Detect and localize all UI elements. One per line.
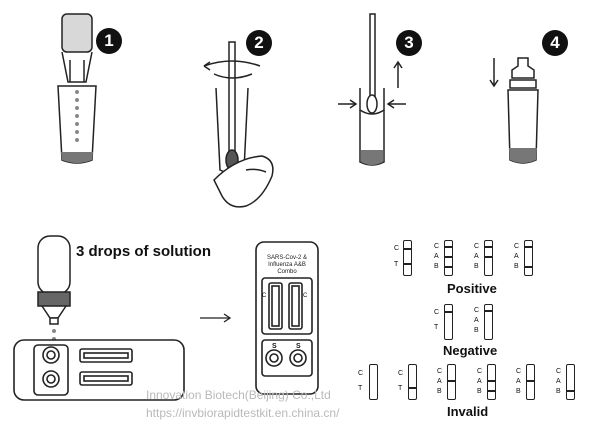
step-number-2: 2 <box>246 30 272 56</box>
label-b: B <box>434 263 439 270</box>
label-a: A <box>437 378 442 385</box>
label-c: C <box>398 370 404 377</box>
arrow-right <box>200 313 232 323</box>
a-band <box>445 256 452 258</box>
label-a: A <box>474 253 479 260</box>
invalid-label: Invalid <box>447 404 489 419</box>
result-strip <box>484 304 493 340</box>
step-number-4: 4 <box>542 30 568 56</box>
label-c: C <box>516 368 522 375</box>
cassette-title-line2: Influenza A&B <box>268 262 306 268</box>
control-band <box>445 246 452 248</box>
b-band <box>567 390 574 392</box>
label-b: B <box>474 263 479 270</box>
control-band <box>485 310 492 312</box>
result-strip <box>444 240 453 276</box>
result-strip <box>444 304 453 340</box>
label-c: C <box>474 243 480 250</box>
a-band <box>485 256 492 258</box>
control-band <box>485 246 492 248</box>
result-strip <box>369 364 378 400</box>
a-band <box>527 380 534 382</box>
b-band <box>445 266 452 268</box>
result-strip <box>447 364 456 400</box>
cassette-line-c-right: C <box>303 293 308 299</box>
positive-label: Positive <box>447 281 497 296</box>
label-b: B <box>514 263 519 270</box>
label-b: B <box>516 388 521 395</box>
result-strip <box>403 240 412 276</box>
test-band <box>404 263 411 265</box>
label-c: C <box>474 307 480 314</box>
step-number-3: 3 <box>396 30 422 56</box>
a-band <box>448 380 455 382</box>
result-strip <box>526 364 535 400</box>
label-t: T <box>358 385 363 392</box>
result-strip <box>487 364 496 400</box>
drops-instruction: 3 drops of solution <box>76 243 211 260</box>
watermark-company: Innovation Biotech(Beijing) Co.,Ltd <box>146 388 331 402</box>
a-band <box>488 380 495 382</box>
cassette-horizontal <box>13 339 185 401</box>
b-band <box>488 390 495 392</box>
label-t: T <box>434 324 439 331</box>
label-c: C <box>394 245 400 252</box>
cassette-well-left-label: S <box>272 343 277 350</box>
label-b: B <box>474 327 479 334</box>
label-b: B <box>437 388 442 395</box>
result-strip <box>484 240 493 276</box>
cassette-title: SARS-Cov-2 & Influenza A&B Combo <box>258 255 316 276</box>
dropper-bottle <box>37 235 71 341</box>
label-t: T <box>394 261 399 268</box>
watermark-url: https://invbiorapidtestkit.en.china.cn/ <box>146 406 340 420</box>
label-a: A <box>477 378 482 385</box>
cassette-well-right-label: S <box>296 343 301 350</box>
control-band <box>525 246 532 248</box>
label-c: C <box>437 368 443 375</box>
label-c: C <box>358 370 364 377</box>
negative-label: Negative <box>443 343 498 358</box>
label-a: A <box>516 378 521 385</box>
step2-rotate-swab <box>203 41 274 208</box>
result-strip <box>566 364 575 400</box>
step-number-1: 1 <box>96 28 122 54</box>
cassette-title-line1: SARS-Cov-2 & <box>266 255 307 261</box>
b-band <box>525 266 532 268</box>
control-band <box>404 248 411 250</box>
label-a: A <box>556 378 561 385</box>
label-a: A <box>514 253 519 260</box>
label-a: A <box>434 253 439 260</box>
cassette-title-line3: Combo <box>277 269 297 275</box>
label-c: C <box>477 368 483 375</box>
step4-cap-tube <box>489 57 539 164</box>
label-b: B <box>477 388 482 395</box>
label-c: C <box>514 243 520 250</box>
result-strip <box>408 364 417 400</box>
control-band <box>445 311 452 313</box>
test-band <box>409 387 416 389</box>
cassette-line-c-left: C <box>262 293 267 299</box>
label-c: C <box>434 309 440 316</box>
result-strip <box>524 240 533 276</box>
label-b: B <box>556 388 561 395</box>
step1-swab-in-tube <box>57 13 97 164</box>
step3-squeeze-tube <box>338 13 406 166</box>
label-t: T <box>398 385 403 392</box>
label-a: A <box>474 317 479 324</box>
label-c: C <box>434 243 440 250</box>
cassette-vertical <box>255 241 319 395</box>
label-c: C <box>556 368 562 375</box>
